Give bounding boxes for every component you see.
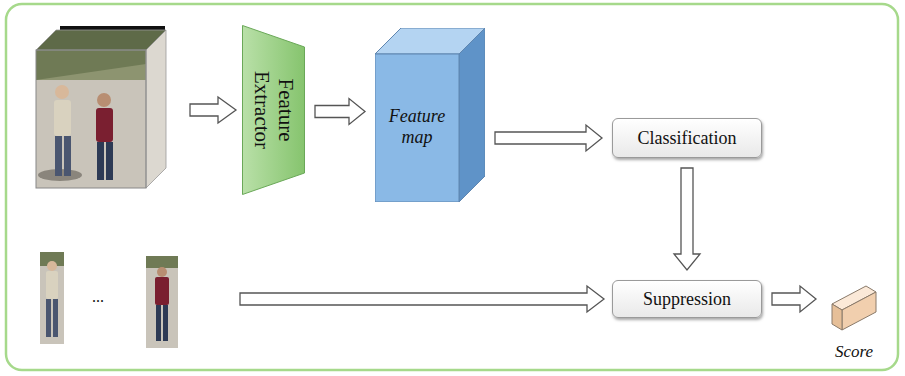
score-output: Score [826, 282, 882, 368]
hollow-arrow [315, 99, 365, 125]
hollow-arrow [674, 168, 700, 270]
hollow-arrow [495, 125, 602, 151]
node-label: Suppression [633, 289, 741, 310]
person-crops [40, 252, 178, 348]
node-label: Feature map [379, 106, 455, 148]
crops-arrow [240, 286, 604, 312]
hollow-arrow [772, 286, 816, 312]
feature-map: Feature map [375, 28, 485, 202]
input-arrow [190, 97, 236, 123]
node-label: Feature Extractor [250, 60, 298, 160]
node-label: Score [824, 342, 884, 362]
video-clip [36, 26, 166, 188]
ellipsis-label: ... [92, 288, 104, 306]
suppression-box: Suppression [612, 280, 762, 318]
classification-box: Classification [612, 118, 762, 158]
node-label: Classification [628, 128, 747, 149]
outer-frame [6, 4, 898, 370]
feature-extractor: Feature Extractor [242, 25, 305, 195]
